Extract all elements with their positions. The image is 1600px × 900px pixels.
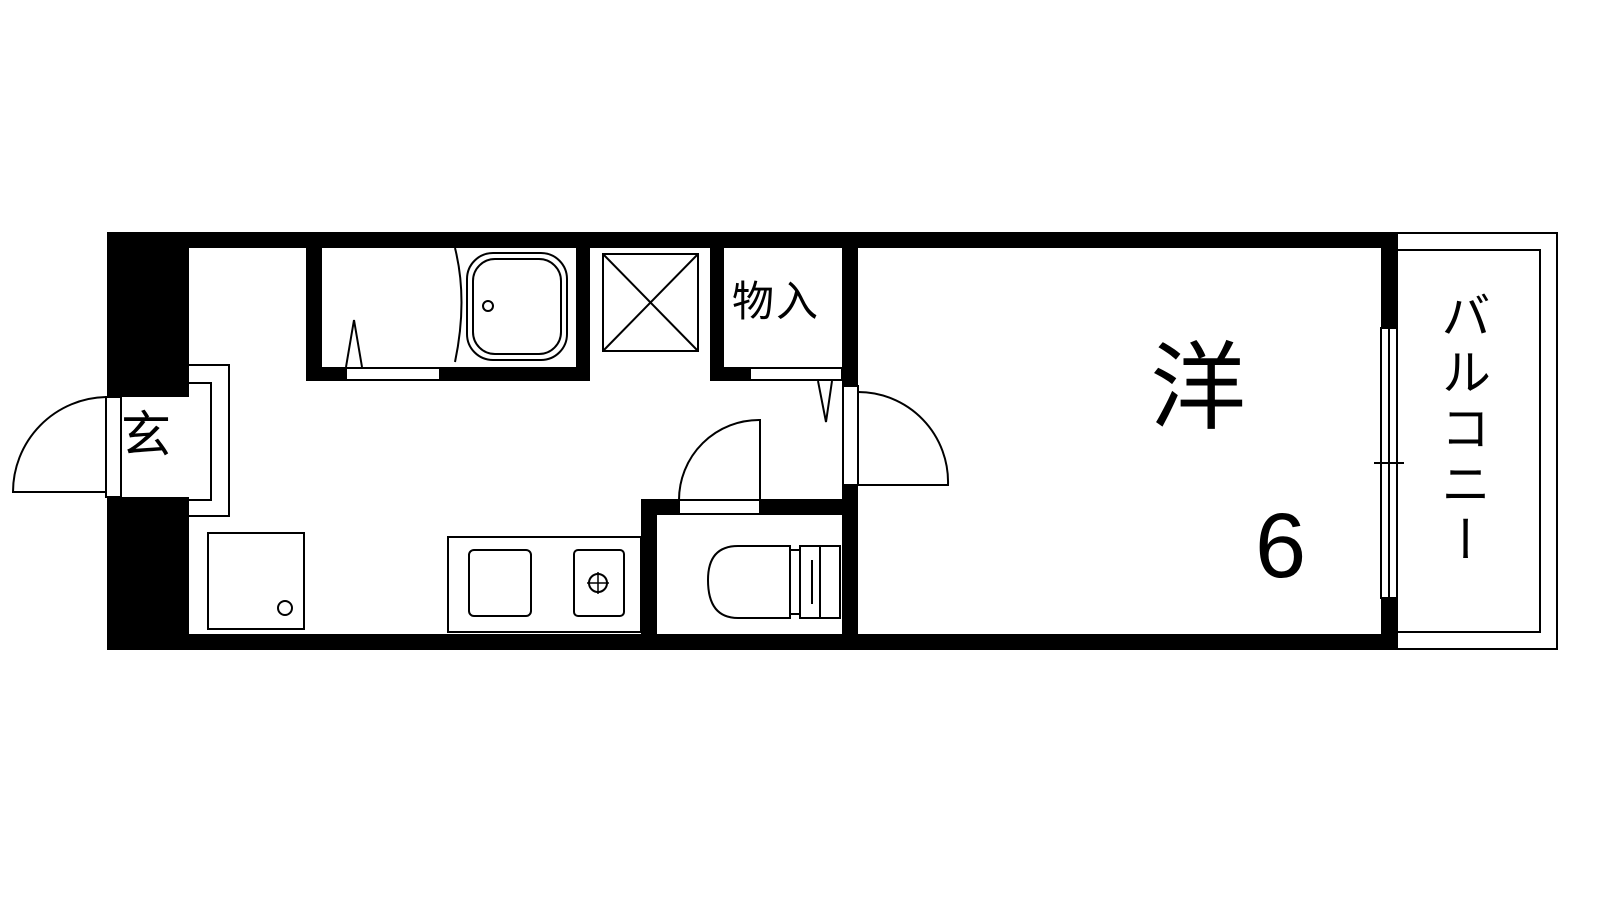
partition-wall (842, 232, 858, 386)
stove-icon (573, 549, 625, 617)
room-door-frame (842, 385, 859, 486)
wall-left-upper (107, 232, 189, 397)
partition-wall-lower (842, 485, 858, 650)
wall-right-upper (1381, 232, 1397, 328)
bath-wall-bottom-right (440, 367, 590, 381)
kitchen-counter (447, 536, 642, 633)
entrance-step (189, 364, 230, 517)
room-door-swing (857, 391, 950, 486)
toilet-icon (706, 545, 791, 619)
bath-wall-bottom-left (306, 367, 346, 381)
bath-wall-right (576, 232, 590, 381)
bath-door-swing (345, 319, 363, 368)
western-room-size: 6 (1255, 495, 1307, 597)
sink-icon (468, 549, 532, 617)
wall-left-lower (107, 497, 189, 650)
toilet-wall-left (641, 499, 657, 650)
balcony-label: バルコニー (1433, 290, 1491, 570)
wall-top (107, 232, 1397, 248)
wall-bottom (107, 634, 1397, 650)
utility-box (602, 253, 699, 352)
toilet-door-swing (678, 418, 761, 501)
bath-wall-left (306, 232, 322, 381)
wall-right-lower (1381, 598, 1397, 650)
entrance-frame (105, 396, 122, 498)
storage-wall-bottom (710, 367, 750, 381)
washing-machine-icon (207, 532, 305, 630)
storage-door-sill (749, 367, 843, 381)
door-swing-icon (11, 396, 107, 493)
entrance-label: 玄 (121, 406, 171, 464)
bath-curtain (454, 247, 463, 363)
storage-wall-left (710, 232, 724, 381)
bathtub-icon (466, 252, 568, 361)
outer-walls (107, 232, 1397, 650)
storage-door-swing (817, 380, 833, 423)
toilet-door-sill (678, 499, 761, 515)
interior-walls (306, 232, 858, 650)
storage-label: 物入 (732, 277, 821, 326)
western-room-label: 洋 (1150, 332, 1246, 444)
bath-door-sill (345, 367, 441, 381)
toilet-wall-top-right (760, 499, 858, 515)
